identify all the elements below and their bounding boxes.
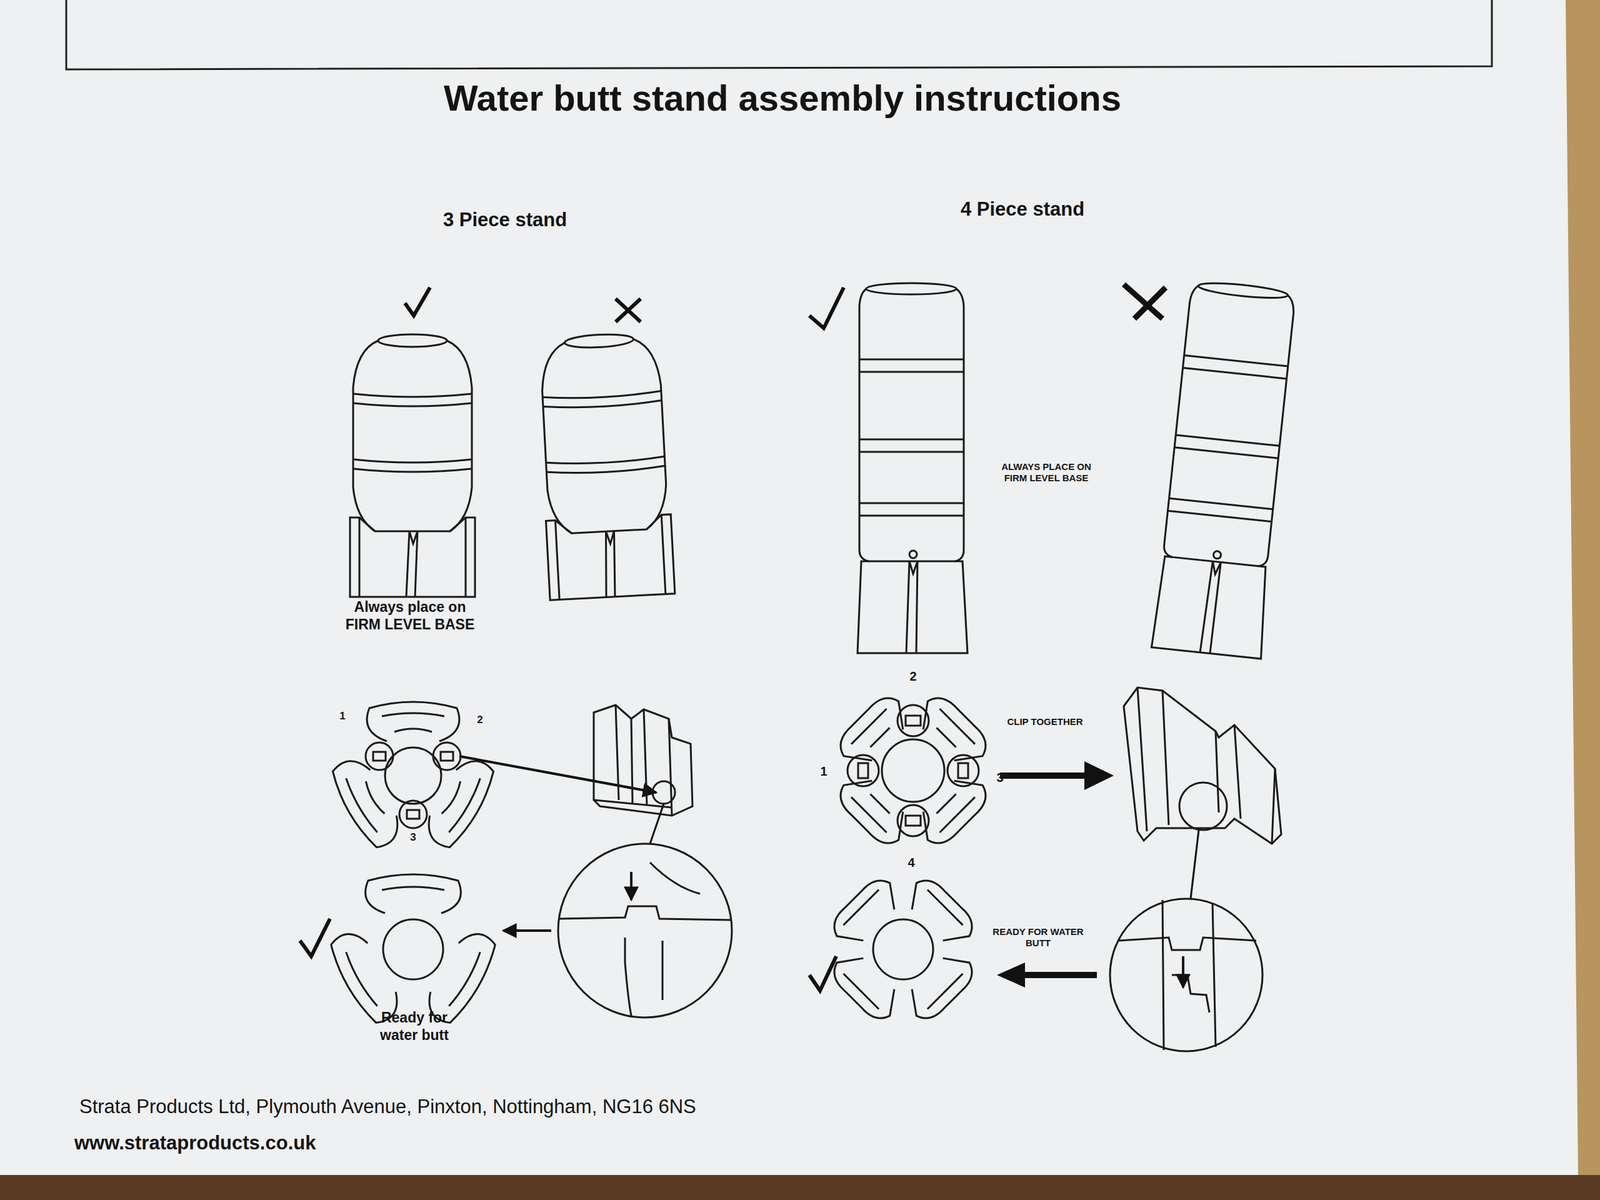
- company-address: Strata Products Ltd, Plymouth Avenue, Pi…: [79, 1095, 697, 1119]
- ground: [0, 1175, 1600, 1200]
- three-piece-ring: [326, 701, 500, 853]
- page-title: Water butt stand assembly instructions: [443, 76, 1122, 120]
- leader-line: [650, 803, 664, 844]
- three-piece-ring-assembled: [324, 874, 502, 1029]
- zoom-detail: [558, 843, 732, 1018]
- instruction-note: CLIP TOGETHER: [1006, 716, 1083, 728]
- cross-mark: [615, 298, 641, 322]
- water-butt-tilted: [536, 331, 675, 600]
- callout-number: 2: [476, 713, 483, 727]
- callout-number: 3: [410, 831, 416, 844]
- placement-note: ALWAYS PLACE ON FIRM LEVEL BASE: [995, 461, 1099, 484]
- result-arrow: [996, 962, 1097, 988]
- tall-water-butt: [857, 283, 968, 654]
- callout-number: 3: [996, 770, 1004, 785]
- stand-heading: 3 Piece stand: [443, 208, 567, 232]
- callout-number: 1: [820, 763, 827, 779]
- tick-mark: [300, 918, 330, 957]
- zoom-detail: [1110, 898, 1263, 1052]
- callout-number: 4: [907, 855, 915, 870]
- tick-mark: [405, 287, 430, 316]
- assembly-arrow: [1000, 761, 1114, 790]
- four-piece-ring: [832, 690, 994, 852]
- tick-mark: [809, 287, 844, 329]
- cross-mark: [1123, 284, 1166, 319]
- stand-segment: [1123, 687, 1282, 844]
- stand-segment: [593, 705, 693, 816]
- callout-number: 1: [339, 710, 345, 723]
- result-note: Ready for water butt: [370, 1009, 459, 1044]
- tick-mark: [809, 956, 837, 991]
- instruction-note: READY FOR WATER BUTT: [985, 926, 1092, 949]
- assembly-arrow: [459, 756, 657, 793]
- placement-note: Always place on FIRM LEVEL BASE: [337, 598, 483, 634]
- four-piece-ring-assembled: [826, 873, 980, 1027]
- paper: [0, 0, 1579, 1185]
- water-butt: [350, 334, 475, 597]
- company-url: www.strataproducts.co.uk: [74, 1131, 316, 1155]
- tall-water-butt-tilted: [1151, 279, 1300, 659]
- result-arrow: [503, 929, 552, 932]
- leader-line: [1190, 830, 1199, 899]
- frame-line: [66, 0, 1492, 70]
- stand-heading: 4 Piece stand: [960, 197, 1085, 221]
- callout-number: 2: [909, 668, 917, 684]
